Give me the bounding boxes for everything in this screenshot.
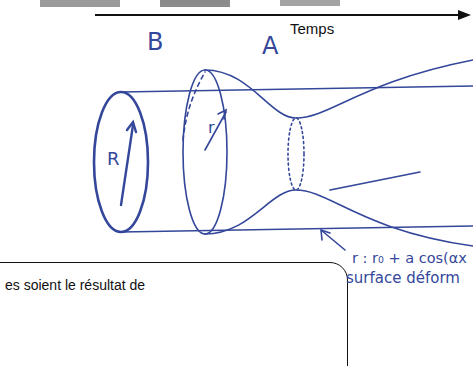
axis-label: Temps	[290, 21, 334, 36]
radius-label: R	[107, 150, 120, 168]
section-letter: A	[262, 34, 278, 58]
section-letter: B	[147, 30, 163, 54]
time-axis	[95, 14, 462, 16]
photo-strip	[40, 0, 120, 7]
photo-strip	[160, 0, 230, 7]
note-text: surface déform	[346, 271, 460, 286]
text-box: es soient le résultat de	[0, 262, 348, 366]
box-text: es soient le résultat de	[5, 277, 339, 293]
arrow-head	[458, 10, 471, 20]
radius-label: r	[208, 120, 215, 136]
photo-strip	[280, 0, 340, 6]
formula-note: r : r₀ + a cos(αx	[352, 251, 467, 266]
